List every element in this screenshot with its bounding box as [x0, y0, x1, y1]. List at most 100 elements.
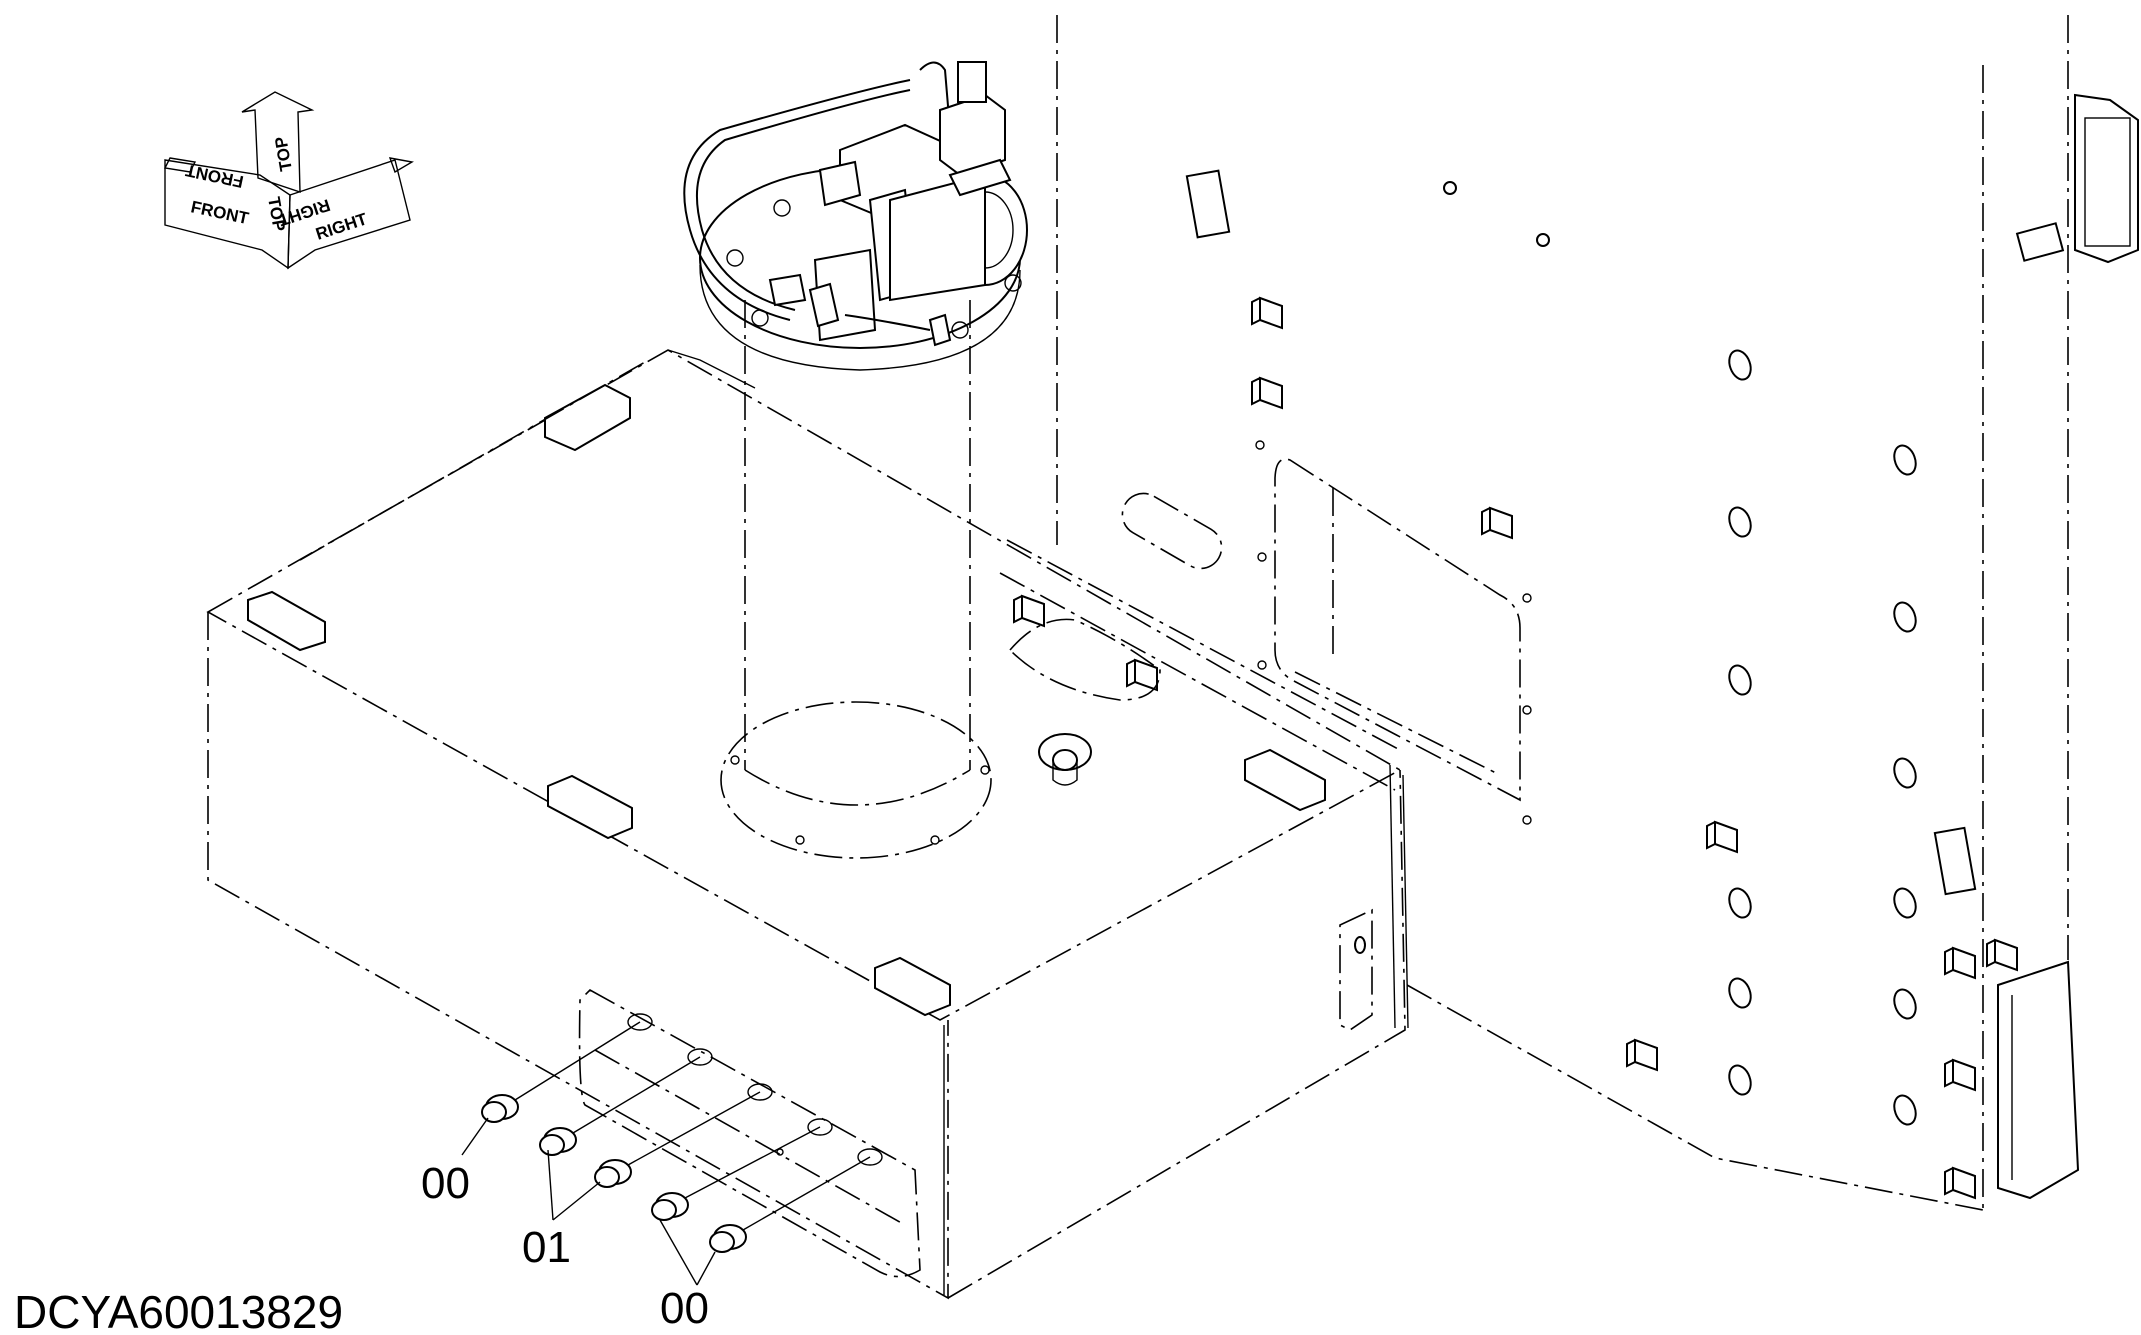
clamp — [1251, 376, 1283, 410]
drain-opening-mark — [776, 1148, 784, 1156]
valve-base — [948, 158, 1012, 197]
filler-cap-neck — [1052, 762, 1078, 786]
drain-plugs — [481, 1021, 871, 1253]
frame-bolt-hole — [1536, 233, 1550, 247]
rubber-pad — [547, 774, 633, 840]
tank-side-tab-hole — [1354, 936, 1366, 954]
hose-clamps — [1013, 296, 2018, 1200]
clamp — [1126, 658, 1158, 692]
frame-hole — [1893, 988, 1917, 1020]
orientation-front-label-mirrored: FRONT — [183, 160, 245, 191]
callout-leader-00-left — [461, 1117, 489, 1156]
plug-body — [651, 1199, 677, 1221]
orientation-front-arrowhead — [163, 157, 197, 173]
cover-bolt — [1522, 705, 1532, 715]
drain-port — [627, 1013, 653, 1031]
callout-leader-01-a — [547, 1149, 554, 1221]
cover-bolt — [1255, 440, 1265, 450]
solenoid-coil — [957, 61, 987, 103]
rubber-pad — [1244, 748, 1326, 812]
frame-hole — [1728, 349, 1752, 381]
rubber-pad — [874, 956, 951, 1017]
frame-right-block — [1933, 826, 1977, 896]
frame-hole — [1893, 887, 1917, 919]
filler-cap-outer — [1038, 733, 1092, 771]
drain-port — [807, 1118, 833, 1136]
drain-plug — [709, 1224, 747, 1253]
clamp — [1986, 938, 2018, 972]
flange-bolt — [951, 321, 969, 339]
top-right-bracket-block — [2015, 222, 2065, 262]
drain-plug — [539, 1127, 577, 1156]
machine-frame — [999, 15, 2139, 1211]
cover-bolt — [1522, 593, 1532, 603]
plug-leader — [742, 1156, 871, 1231]
cylinder-base-flange — [720, 701, 992, 859]
callout-label-01: 01 — [522, 1223, 571, 1272]
tank-front-face — [207, 612, 949, 1300]
orientation-right-arrowhead — [388, 157, 414, 174]
callout-leaders — [461, 1117, 716, 1286]
plug-body — [709, 1231, 735, 1253]
pump-bracket — [818, 160, 862, 207]
drain-port — [687, 1048, 713, 1066]
drain-plug — [481, 1094, 519, 1123]
clamp — [1706, 820, 1738, 854]
top-right-mount-bracket — [2074, 93, 2139, 264]
base-bolt — [930, 835, 940, 845]
hose-top-end — [919, 61, 951, 131]
drain-plug — [594, 1159, 632, 1188]
callout-leader-00-right-b — [696, 1251, 716, 1286]
drain-opening-inner-line — [594, 1049, 906, 1226]
clamp — [1626, 1038, 1658, 1072]
hose-loop-inner — [695, 89, 911, 311]
sensor-cover — [1008, 618, 1161, 701]
orientation-right-face — [287, 159, 411, 270]
frame-hole — [1893, 757, 1917, 789]
clamp — [1944, 1058, 1976, 1092]
drawing-code: DCYA60013829 — [14, 1286, 343, 1335]
base-bolt — [730, 755, 740, 765]
frame-slot-opening — [1121, 492, 1223, 570]
orientation-top-arrow — [241, 91, 315, 193]
clamp — [1013, 594, 1045, 628]
flange-bolt — [726, 249, 744, 267]
cover-bolt — [1522, 815, 1532, 825]
filler-cap-inner — [1052, 749, 1078, 771]
tank-side-tab — [1339, 908, 1373, 1031]
cover-bolt — [1257, 552, 1267, 562]
plug-leader — [684, 1126, 821, 1199]
frame-hole — [1728, 887, 1752, 919]
flange-bolt — [773, 199, 791, 217]
drain-port — [747, 1083, 773, 1101]
filter-assembly — [683, 61, 1028, 859]
clamp — [1251, 296, 1283, 330]
frame-bolt-hole — [1443, 181, 1457, 195]
drain-port — [857, 1148, 883, 1166]
hose-loop-outer — [683, 79, 911, 321]
cylinder-base-arc — [744, 769, 971, 806]
top-edge-strip — [667, 349, 756, 389]
frame-hole — [1893, 444, 1917, 476]
tank-box — [206, 349, 1409, 1300]
frame-hole — [1893, 1094, 1917, 1126]
frame-hole — [1728, 1064, 1752, 1096]
frame-top-diagonal — [1006, 539, 1401, 751]
frame-hole — [1728, 977, 1752, 1009]
top-right-bracket-plate — [2084, 117, 2131, 247]
orientation-indicator: FRONT FRONT TOP TOP RIGHT RIGHT — [163, 91, 414, 270]
callout-leader-01-b — [552, 1181, 601, 1221]
clamp — [1481, 506, 1513, 540]
tank-right-face — [947, 769, 1406, 1299]
callout-label-00-left: 00 — [421, 1159, 470, 1208]
base-bolt — [980, 765, 990, 775]
frame-small-block — [1185, 169, 1231, 239]
hose-fitting — [808, 282, 840, 328]
tank-top-face — [206, 349, 1402, 1021]
orientation-front-label: FRONT — [189, 197, 251, 228]
flange-bolt — [1004, 274, 1022, 292]
frame-hole — [1728, 506, 1752, 538]
lower-right-channel-bracket — [1997, 960, 2080, 1200]
clamp — [1944, 1166, 1976, 1200]
